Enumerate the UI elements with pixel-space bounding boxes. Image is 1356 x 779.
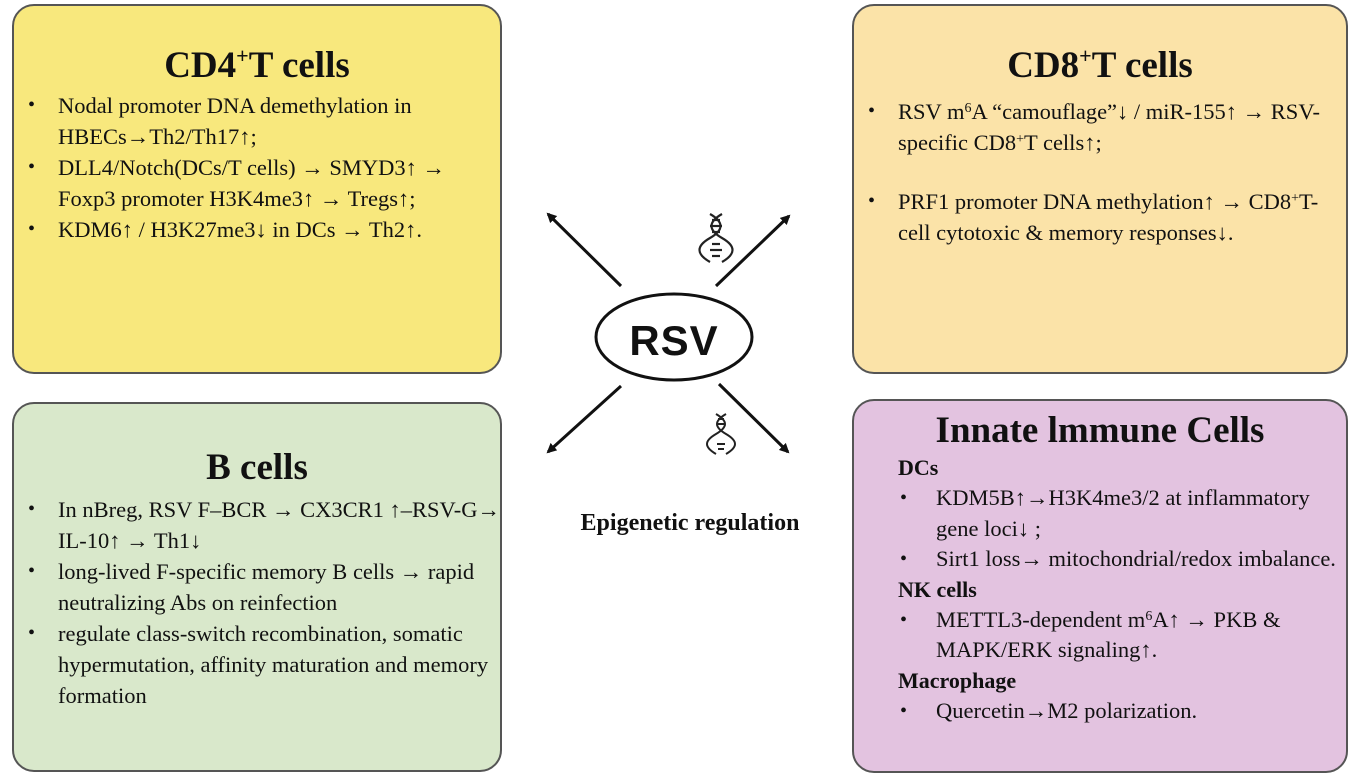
cd8-item1-sup2: + [1016, 132, 1024, 147]
cd8-title-rest: T cells [1091, 45, 1193, 86]
cd8-item1-sup: 6 [964, 101, 972, 116]
nk-item-pre: METTL3-dependent m [936, 606, 1146, 632]
cd8-item2-pre: PRF1 promoter DNA methylation↑ → CD8 [898, 189, 1292, 214]
cd4-item: DLL4/Notch(DCs/T cells) → SMYD3↑ → Foxp3… [14, 152, 500, 214]
cd8-item1-mid: A “camouflage”↓ / miR-155↑ → RSV-specifi… [898, 99, 1320, 155]
b-cells-list: In nBreg, RSV F–BCR → CX3CR1 ↑–RSV-G→ IL… [14, 494, 500, 711]
epigenetic-regulation-caption: Epigenetic regulation [580, 510, 800, 536]
macrophage-list: Quercetin→M2 polarization. [854, 696, 1346, 727]
nk-heading: NK cells [898, 576, 977, 602]
b-cells-item: In nBreg, RSV F–BCR → CX3CR1 ↑–RSV-G→ IL… [14, 494, 500, 556]
b-cells-item: regulate class-switch recombination, som… [14, 618, 500, 711]
macrophage-item: Quercetin→M2 polarization. [854, 696, 1346, 727]
cd8-item1-post: T cells↑; [1024, 130, 1102, 155]
rsv-ellipse [594, 292, 754, 382]
rsv-center-diagram [546, 212, 791, 455]
nk-list: METTL3-dependent m6A↑ → PKB & MAPK/ERK s… [854, 605, 1346, 666]
nk-item-sup: 6 [1145, 608, 1153, 624]
dcs-item: KDM5B↑→H3K4me3/2 at inflammatory gene lo… [854, 483, 1346, 544]
cd8-item: RSV m6A “camouflage”↓ / miR-155↑ → RSV-s… [854, 96, 1346, 158]
cd4-item: Nodal promoter DNA demethylation in HBEC… [14, 90, 500, 152]
cd8-title: CD8+T cells [854, 6, 1346, 88]
cd8-title-main: CD8 [1007, 45, 1080, 86]
cd8-item2-post: T-cell cytotoxic & memory responses↓. [898, 189, 1319, 245]
b-cells-item: long-lived F-specific memory B cells → r… [14, 556, 500, 618]
dcs-heading: DCs [898, 455, 939, 480]
rsv-label: RSV [629, 317, 719, 364]
cd8-t-cells-panel: CD8+T cells RSV m6A “camouflage”↓ / miR-… [852, 4, 1348, 374]
cd8-list: RSV m6A “camouflage”↓ / miR-155↑ → RSV-s… [854, 96, 1346, 248]
nk-item: METTL3-dependent m6A↑ → PKB & MAPK/ERK s… [854, 605, 1346, 666]
arrow-to-innate [717, 382, 790, 454]
nk-item-post: A↑ → PKB & MAPK/ERK signaling↑. [936, 606, 1281, 663]
macrophage-heading: Macrophage [898, 667, 1017, 693]
arrow-to-cd8 [714, 214, 791, 288]
cd8-item2-sup: + [1291, 191, 1300, 206]
dna-helix-icon [698, 213, 734, 263]
cd8-title-sup: + [1079, 43, 1092, 68]
arrow-to-cd4 [546, 212, 623, 288]
innate-immune-cells-panel: Innate lmmune Cells DCs KDM5B↑→H3K4me3/2… [852, 399, 1348, 773]
dcs-item: Sirt1 loss→ mitochondrial/redox imbalanc… [854, 544, 1346, 575]
cd4-list: Nodal promoter DNA demethylation in HBEC… [14, 90, 500, 245]
b-cells-title: B cells [206, 447, 308, 488]
cd4-title-rest: T cells [248, 45, 350, 86]
dna-helix-icon [706, 413, 736, 455]
cd8-item: PRF1 promoter DNA methylation↑ → CD8+T-c… [854, 186, 1346, 248]
cd4-title-main: CD4 [164, 45, 237, 86]
arrow-to-b-cells [546, 384, 623, 454]
cd4-title-sup: + [236, 43, 249, 68]
dcs-list: KDM5B↑→H3K4me3/2 at inflammatory gene lo… [854, 483, 1346, 575]
b-cells-panel: B cells In nBreg, RSV F–BCR → CX3CR1 ↑–R… [12, 402, 502, 772]
cd4-item: KDM6↑ / H3K27me3↓ in DCs → Th2↑. [14, 214, 500, 245]
cd4-title: CD4+T cells [14, 6, 500, 88]
cd4-t-cells-panel: CD4+T cells Nodal promoter DNA demethyla… [12, 4, 502, 374]
innate-title: Innate lmmune Cells [935, 410, 1265, 451]
cd8-item1-pre: RSV m [898, 99, 965, 124]
